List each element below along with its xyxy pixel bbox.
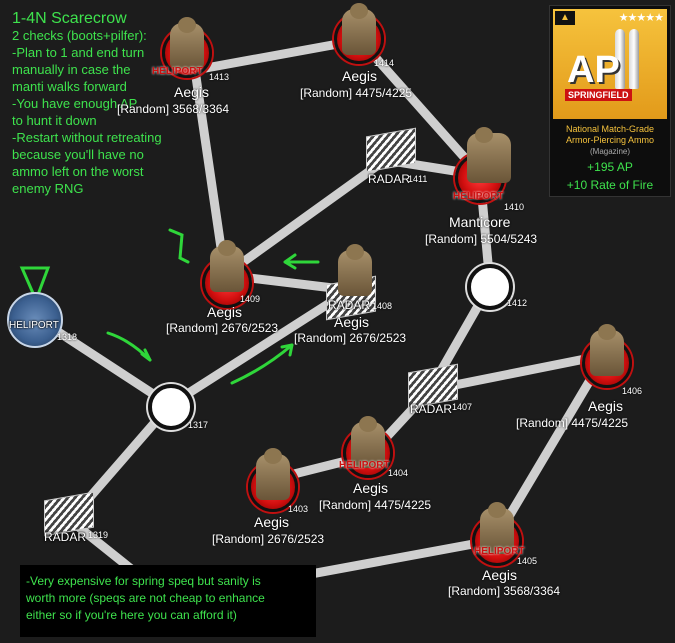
note-line: ammo left on the worst (12, 164, 144, 179)
enemy-stats: [Random] 5504/5243 (425, 232, 538, 246)
ally-heliport-marker (7, 292, 63, 348)
enemy-unit-icon (210, 240, 244, 292)
card-name: National Match-Grade Armor-Piercing Ammo (552, 124, 668, 146)
notes-title: 1-4N Scarecrow (12, 10, 127, 27)
card-art: ▲ ★★★★★ AP SPRINGFIELD (553, 9, 667, 119)
heliport-label: HELIPORT (474, 546, 525, 557)
enemy-name: Aegis (342, 68, 378, 84)
class-badge-icon: ▲ (555, 11, 575, 25)
enemy-stats: [Random] 2676/2523 (212, 532, 325, 546)
enemy-unit-icon (170, 17, 204, 69)
node-id: 1317 (188, 420, 209, 430)
note-line: manually in case the (12, 62, 131, 77)
card-name-line2: Armor-Piercing Ammo (565, 135, 655, 145)
node-id: 1403 (288, 504, 309, 514)
enemy-stats: [Random] 4475/4225 (516, 416, 629, 430)
note-line: -You have enough AP (12, 96, 138, 111)
node-id: 1413 (209, 72, 230, 82)
node-id: 1406 (622, 386, 643, 396)
note-line: worth more (speqs are not cheap to enhan… (26, 591, 265, 605)
card-stat-ap: +195 AP (587, 160, 633, 174)
bullet-icon (615, 29, 625, 89)
note-line: to hunt it down (12, 113, 97, 128)
note-line: manti walks forward (12, 79, 127, 94)
note-line: because you'll have no (12, 147, 144, 162)
enemy-unit-icon (342, 3, 376, 55)
note-line: either so if you're here you can afford … (26, 608, 237, 622)
enemy-name: Aegis (334, 314, 370, 330)
node-id: 1411 (408, 174, 428, 184)
enemy-stats: [Random] 4475/4225 (300, 86, 413, 100)
node-id: 1318 (57, 332, 78, 342)
strategy-notes: 1-4N Scarecrow 2 checks (boots+pilfer): … (12, 10, 162, 197)
card-type: (Magazine) (589, 147, 630, 156)
heliport-label: HELIPORT (152, 66, 203, 77)
enemy-name: Aegis (588, 398, 624, 414)
enemy-name: Aegis (254, 514, 290, 530)
enemy-name: Aegis (207, 304, 243, 320)
bottom-note: -Very expensive for spring speq but sani… (20, 565, 316, 637)
enemy-unit-icon (338, 244, 372, 296)
enemy-unit-icon (480, 502, 514, 554)
bullet-icon (629, 29, 639, 89)
enemy-unit-icon (256, 448, 290, 500)
node-id: 1410 (504, 202, 525, 212)
enemy-stats: [Random] 3568/3364 (448, 584, 561, 598)
rarity-stars: ★★★★★ (618, 12, 664, 24)
heliport-label: HELIPORT (453, 191, 504, 202)
heliport-label: HELIPORT (339, 460, 390, 471)
enemy-name: Manticore (449, 214, 511, 230)
card-stat-rof: +10 Rate of Fire (566, 178, 654, 192)
enemy-name: Aegis (482, 567, 518, 583)
heliport-label: HELIPORT (9, 320, 59, 331)
card-brand: SPRINGFIELD (565, 89, 632, 101)
radar-label: RADAR (328, 298, 371, 312)
radar-label: RADAR (44, 530, 87, 544)
enemy-stats: [Random] 4475/4225 (319, 498, 432, 512)
node-id: 1409 (240, 294, 261, 304)
note-line: -Plan to 1 and end turn (12, 45, 145, 60)
note-line: enemy RNG (12, 181, 84, 196)
radar-label: RADAR (368, 172, 411, 186)
enemy-stats: [Random] 3568/3364 (117, 102, 230, 116)
enemy-unit-icon (590, 324, 624, 376)
card-big-label: AP (567, 49, 620, 91)
empty-node-marker (467, 264, 513, 310)
radar-label: RADAR (410, 402, 453, 416)
enemy-stats: [Random] 2676/2523 (294, 331, 407, 345)
enemy-unit-icon (351, 416, 385, 468)
node-id: 1412 (507, 298, 528, 308)
node-id: 1408 (372, 301, 393, 311)
node-id: 1407 (452, 402, 473, 412)
manticore-unit-icon (467, 127, 511, 183)
card-name-line1: National Match-Grade (565, 124, 655, 134)
node-id: 1414 (374, 58, 395, 68)
enemy-name: Aegis (353, 480, 389, 496)
note-line: -Restart without retreating (12, 130, 162, 145)
node-id: 1319 (88, 530, 109, 540)
note-line: 2 checks (boots+pilfer): (12, 28, 147, 43)
enemy-name: Aegis (174, 84, 210, 100)
enemy-stats: [Random] 2676/2523 (166, 321, 279, 335)
node-id: 1405 (517, 556, 538, 566)
empty-node-marker (148, 384, 194, 430)
equipment-card: ▲ ★★★★★ AP SPRINGFIELD National Match-Gr… (549, 5, 671, 197)
note-line: -Very expensive for spring speq but sani… (26, 574, 261, 588)
node-id: 1404 (388, 468, 409, 478)
